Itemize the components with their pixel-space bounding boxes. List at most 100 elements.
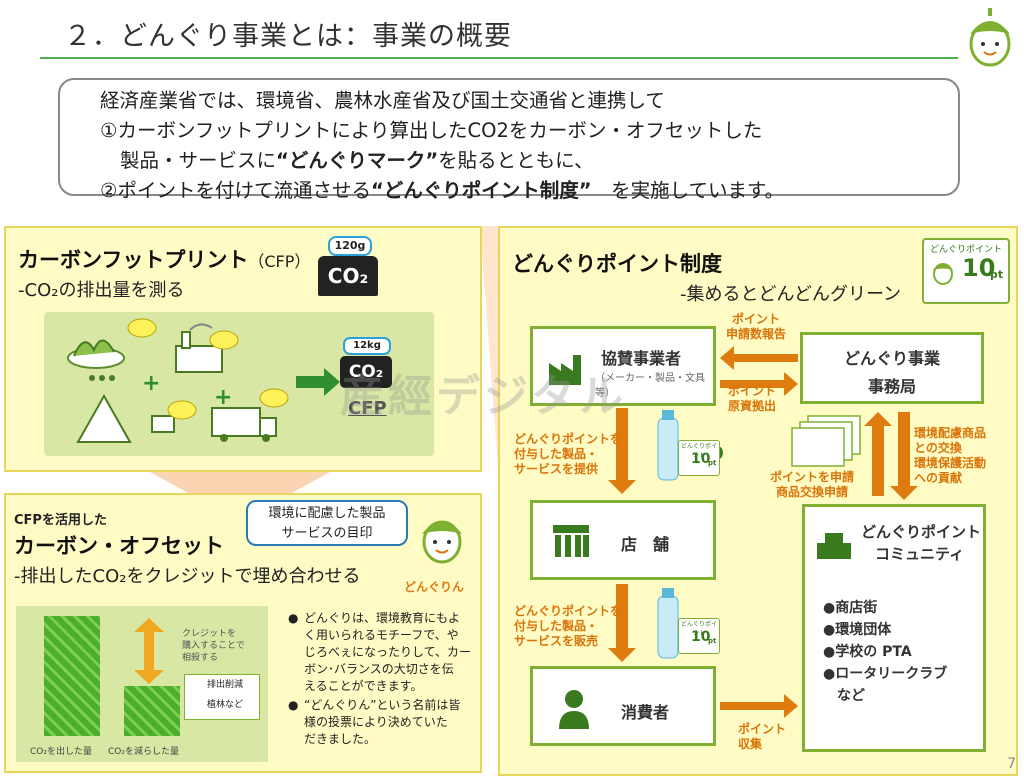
bottle-badge-title: どんぐりポイント (680, 443, 717, 459)
emission-bar (44, 616, 100, 736)
point-badge-value: 10 (962, 254, 996, 282)
offset-bullets: ● どんぐりは、環境教育にもよ く用いられるモチーフで、や じろべぇになったりし… (288, 610, 478, 748)
label-fund-1: ポイント (728, 384, 777, 398)
community-building-icon (817, 533, 851, 559)
point-badge-unit: pt (990, 268, 1004, 281)
title-underline (40, 57, 958, 59)
person-icon (559, 690, 589, 729)
label-report-1: ポイント (732, 312, 781, 326)
cfp-abbr: （CFP） (248, 252, 311, 271)
label-exchange-1: 環境配慮商品 (914, 426, 987, 440)
label-fund-2: 原資拠出 (728, 399, 777, 413)
offset-heading: カーボン・オフセット (14, 534, 224, 558)
community-item: ●環境団体 (823, 622, 892, 638)
sponsor-label: 協賛事業者 (601, 349, 682, 368)
label-exchange: 環境配慮商品 との交換 環境保護活動 への貢献 (914, 426, 986, 486)
credit-note-2: 購入することで (182, 641, 245, 651)
legend-reduction: 排出削減 (207, 680, 244, 690)
intro-box: 経済産業省では、環境省、農林水産省及び国土交通省と連携して ①カーボンフットプリ… (58, 78, 960, 202)
consumer-label: 消費者 (621, 703, 670, 722)
co2-small-label: CO₂ (340, 356, 392, 388)
arrow-sell (608, 584, 636, 662)
bottle-icon (657, 588, 679, 659)
label-sell-3: サービスを販売 (514, 634, 599, 648)
bottle-badge-value: 10 (691, 629, 711, 645)
intro-line-3-post: を貼るとともに、 (438, 149, 594, 172)
intro-line-4-post: を実施しています。 (591, 179, 785, 202)
bullet-item: ● どんぐりは、環境教育にもよ く用いられるモチーフで、や じろべぇになったりし… (288, 610, 478, 695)
store-label: 店 舗 (621, 535, 670, 554)
bullet-1-line: どんぐりは、環境教育にもよ (304, 611, 461, 625)
bottle-badge-value: 10 (691, 451, 711, 467)
cfp-heading-text: カーボンフットプリント (18, 248, 249, 272)
cfp-subtitle: -CO₂の排出量を測る (18, 280, 185, 301)
bullet-1-line: ボン･バランスの大切さを伝 (304, 662, 454, 676)
co2-weight-icon: 120g CO₂ (316, 236, 380, 300)
credit-note-1: クレジットを (182, 629, 237, 639)
bullet-1-line: えることができます。 (304, 679, 423, 693)
cfp-label: CFP (348, 398, 387, 419)
bullet-dot-icon: ● (288, 611, 299, 625)
bullet-1-line: く用いられるモチーフで、や (304, 628, 459, 642)
point-badge-title: どんぐりポイント (929, 245, 1002, 255)
label-report: ポイント 申請数報告 (726, 312, 786, 342)
intro-line-1: 経済産業省では、環境省、農林水産省及び国土交通省と連携して (100, 89, 665, 112)
store-box: 店 舗 (530, 500, 716, 580)
label-sell-1: どんぐりポイントを (514, 604, 623, 618)
credit-note-3: 相殺する (182, 653, 219, 663)
point-card-stack-icon (791, 415, 861, 467)
label-report-2: 申請数報告 (726, 327, 787, 341)
office-label-1: どんぐり事業 (843, 349, 940, 368)
donguri-mascot-icon (422, 520, 462, 564)
label-provide-3: サービスを提供 (514, 462, 599, 476)
label-collect-2: 収集 (738, 737, 763, 751)
office-box: どんぐり事業 事務局 (800, 332, 984, 404)
label-sell: どんぐりポイントを 付与した製品・ サービスを販売 (514, 604, 622, 649)
bottle-badge: どんぐりポイント 10 pt (678, 618, 720, 654)
point-badge: どんぐりポイント 10 pt (922, 238, 1010, 304)
donguri-mark-text: “どんぐりマーク” (276, 149, 439, 172)
intro-line-2: ①カーボンフットプリントにより算出したCO2をカーボン・オフセットした (100, 119, 763, 142)
label-apply-1: ポイントを申請 (770, 470, 855, 484)
community-item: ●商店街 (823, 600, 878, 616)
label-collect: ポイント 収集 (738, 722, 786, 752)
sponsor-box: 協賛事業者 （メーカー・製品・文具等） (530, 326, 716, 406)
label-provide-1: どんぐりポイントを (514, 432, 623, 446)
co2-weight-label: CO₂ (318, 256, 378, 296)
co2-small-weight: 12kg (343, 337, 391, 355)
bottle-badge-title: どんぐりポイント (680, 621, 717, 637)
donguri-point-text: “どんぐりポイント制度” (370, 179, 592, 202)
arrow-report (720, 346, 798, 370)
axis-label-emitted: CO₂を出した量 (30, 747, 92, 757)
legend-planting: 植林など (207, 700, 244, 710)
watermark: 産經デジタル (340, 371, 628, 422)
credit-note: クレジットを 購入することで 相殺する (182, 628, 245, 664)
intro-line-4: ②ポイントを付けて流通させる“どんぐりポイント制度” を実施しています。 (100, 176, 958, 206)
axis-label-reduced: CO₂を減らした量 (108, 747, 179, 757)
cfp-heading: カーボンフットプリント（CFP） (18, 244, 310, 274)
acorn-icon (933, 263, 953, 285)
intro-line-4-pre: ②ポイントを付けて流通させる (100, 179, 371, 202)
community-label-2: コミュニティ (875, 545, 965, 563)
bullet-2-line: 様の投票により決めていた (304, 715, 448, 729)
community-label-1: どんぐりポイント (861, 523, 982, 541)
store-icon (553, 525, 589, 557)
bottle-badge-unit: pt (708, 459, 717, 467)
bullet-2-line: “どんぐりん”という名前は皆 (304, 698, 461, 712)
mascot-name: どんぐりん (404, 580, 465, 594)
label-exchange-4: への貢献 (914, 471, 963, 485)
bottle-badge-unit: pt (708, 637, 717, 645)
arrow-exchange-down (890, 412, 918, 500)
label-sell-2: 付与した製品・ (514, 619, 599, 633)
label-provide: どんぐりポイントを 付与した製品・ サービスを提供 (514, 432, 622, 477)
mark-callout: 環境に配慮した製品 サービスの目印 (246, 500, 408, 546)
reduction-bar (124, 686, 180, 736)
callout-line-1: 環境に配慮した製品 (268, 506, 386, 521)
arrow-provide (608, 408, 636, 494)
acorn-logo-icon (969, 8, 1011, 67)
intro-line-3-pre: 製品・サービスに (120, 149, 277, 172)
offset-subtitle: -排出したCO₂をクレジットで埋め合わせる (14, 566, 361, 587)
community-item: ●ロータリークラブ (823, 666, 948, 682)
page-number: 7 (1007, 756, 1016, 772)
offset-legend: 排出削減 植林など (184, 674, 260, 720)
